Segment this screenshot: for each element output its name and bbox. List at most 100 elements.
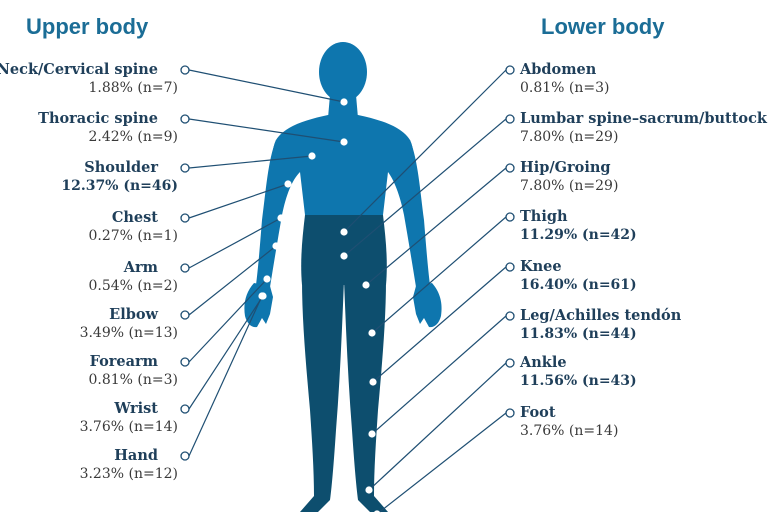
- body-marker-dot: [368, 430, 375, 437]
- label-anchor-dot: [181, 264, 189, 272]
- head-shape: [319, 42, 367, 102]
- label-anchor-dot: [506, 263, 514, 271]
- left-leg-shape: [300, 280, 344, 512]
- region-statistic: 11.29% (n=42): [520, 226, 770, 245]
- region-statistic: 3.49% (n=13): [0, 324, 178, 343]
- connector-line: [189, 296, 263, 409]
- label-anchor-dot: [506, 359, 514, 367]
- label-anchor-dot: [181, 405, 189, 413]
- label-anchor-dot: [181, 66, 189, 74]
- label-anchor-dot: [506, 409, 514, 417]
- right-hand-shape: [413, 283, 442, 327]
- region-label: Ankle: [520, 353, 770, 372]
- region-label: Thigh: [520, 207, 770, 226]
- label-anchor-dot: [506, 115, 514, 123]
- connector-line: [377, 413, 506, 514]
- region-statistic: 7.80% (n=29): [520, 177, 770, 196]
- connector-line: [369, 363, 506, 490]
- label-anchor-dot: [506, 213, 514, 221]
- region-statistic: 16.40% (n=61): [520, 276, 770, 295]
- region-label: Knee: [520, 257, 770, 276]
- region-statistic: 11.56% (n=43): [520, 372, 770, 391]
- region-label: Arm: [0, 258, 178, 277]
- body-marker-dot: [277, 214, 284, 221]
- region-label: Thoracic spine: [0, 109, 178, 128]
- body-marker-dot: [258, 292, 265, 299]
- body-marker-dot: [362, 281, 369, 288]
- body-marker-dot: [373, 510, 380, 517]
- region-label: Hip/Groing: [520, 158, 770, 177]
- body-marker-dot: [340, 228, 347, 235]
- label-anchor-dot: [181, 358, 189, 366]
- right-leg-shape: [344, 280, 388, 512]
- region-statistic: 0.54% (n=2): [0, 277, 178, 296]
- connector-line: [366, 168, 506, 285]
- region-label: Foot: [520, 403, 770, 422]
- connector-line: [189, 296, 262, 456]
- label-anchor-dot: [506, 66, 514, 74]
- region-label: Neck/Cervical spine: [0, 60, 178, 79]
- body-marker-dot: [284, 180, 291, 187]
- region-label: Forearm: [0, 352, 178, 371]
- body-marker-dot: [368, 329, 375, 336]
- region-label: Elbow: [0, 305, 178, 324]
- body-marker-dot: [272, 242, 279, 249]
- upper-body-heading: Upper body: [26, 14, 148, 40]
- region-statistic: 3.23% (n=12): [0, 465, 178, 484]
- body-marker-dot: [263, 275, 270, 282]
- region-statistic: 3.76% (n=14): [520, 422, 770, 441]
- region-statistic: 3.76% (n=14): [0, 418, 178, 437]
- label-anchor-dot: [506, 312, 514, 320]
- body-marker-dot: [340, 138, 347, 145]
- region-label: Chest: [0, 208, 178, 227]
- neck-shape: [328, 95, 358, 118]
- connector-line: [373, 267, 506, 382]
- region-statistic: 2.42% (n=9): [0, 128, 178, 147]
- connector-line: [372, 316, 506, 434]
- label-anchor-dot: [181, 452, 189, 460]
- body-marker-dot: [308, 152, 315, 159]
- body-marker-dot: [365, 486, 372, 493]
- region-label: Shoulder: [0, 158, 178, 177]
- label-anchor-dot: [506, 164, 514, 172]
- lower-body-heading: Lower body: [541, 14, 664, 40]
- left-hand-shape: [244, 283, 273, 327]
- region-label: Wrist: [0, 399, 178, 418]
- region-label: Abdomen: [520, 60, 770, 79]
- region-label: Hand: [0, 446, 178, 465]
- body-marker-dot: [340, 252, 347, 259]
- region-statistic: 12.37% (n=46): [0, 177, 178, 196]
- label-anchor-dot: [181, 164, 189, 172]
- pelvis-shape: [301, 215, 387, 285]
- region-statistic: 0.27% (n=1): [0, 227, 178, 246]
- region-statistic: 0.81% (n=3): [520, 79, 770, 98]
- region-statistic: 1.88% (n=7): [0, 79, 178, 98]
- region-statistic: 0.81% (n=3): [0, 371, 178, 390]
- body-marker-dot: [340, 98, 347, 105]
- label-anchor-dot: [181, 311, 189, 319]
- region-label: Lumbar spine–sacrum/buttock: [520, 109, 770, 128]
- region-statistic: 11.83% (n=44): [520, 325, 770, 344]
- region-statistic: 7.80% (n=29): [520, 128, 770, 147]
- label-anchor-dot: [181, 115, 189, 123]
- body-marker-dot: [369, 378, 376, 385]
- region-label: Leg/Achilles tendón: [520, 306, 770, 325]
